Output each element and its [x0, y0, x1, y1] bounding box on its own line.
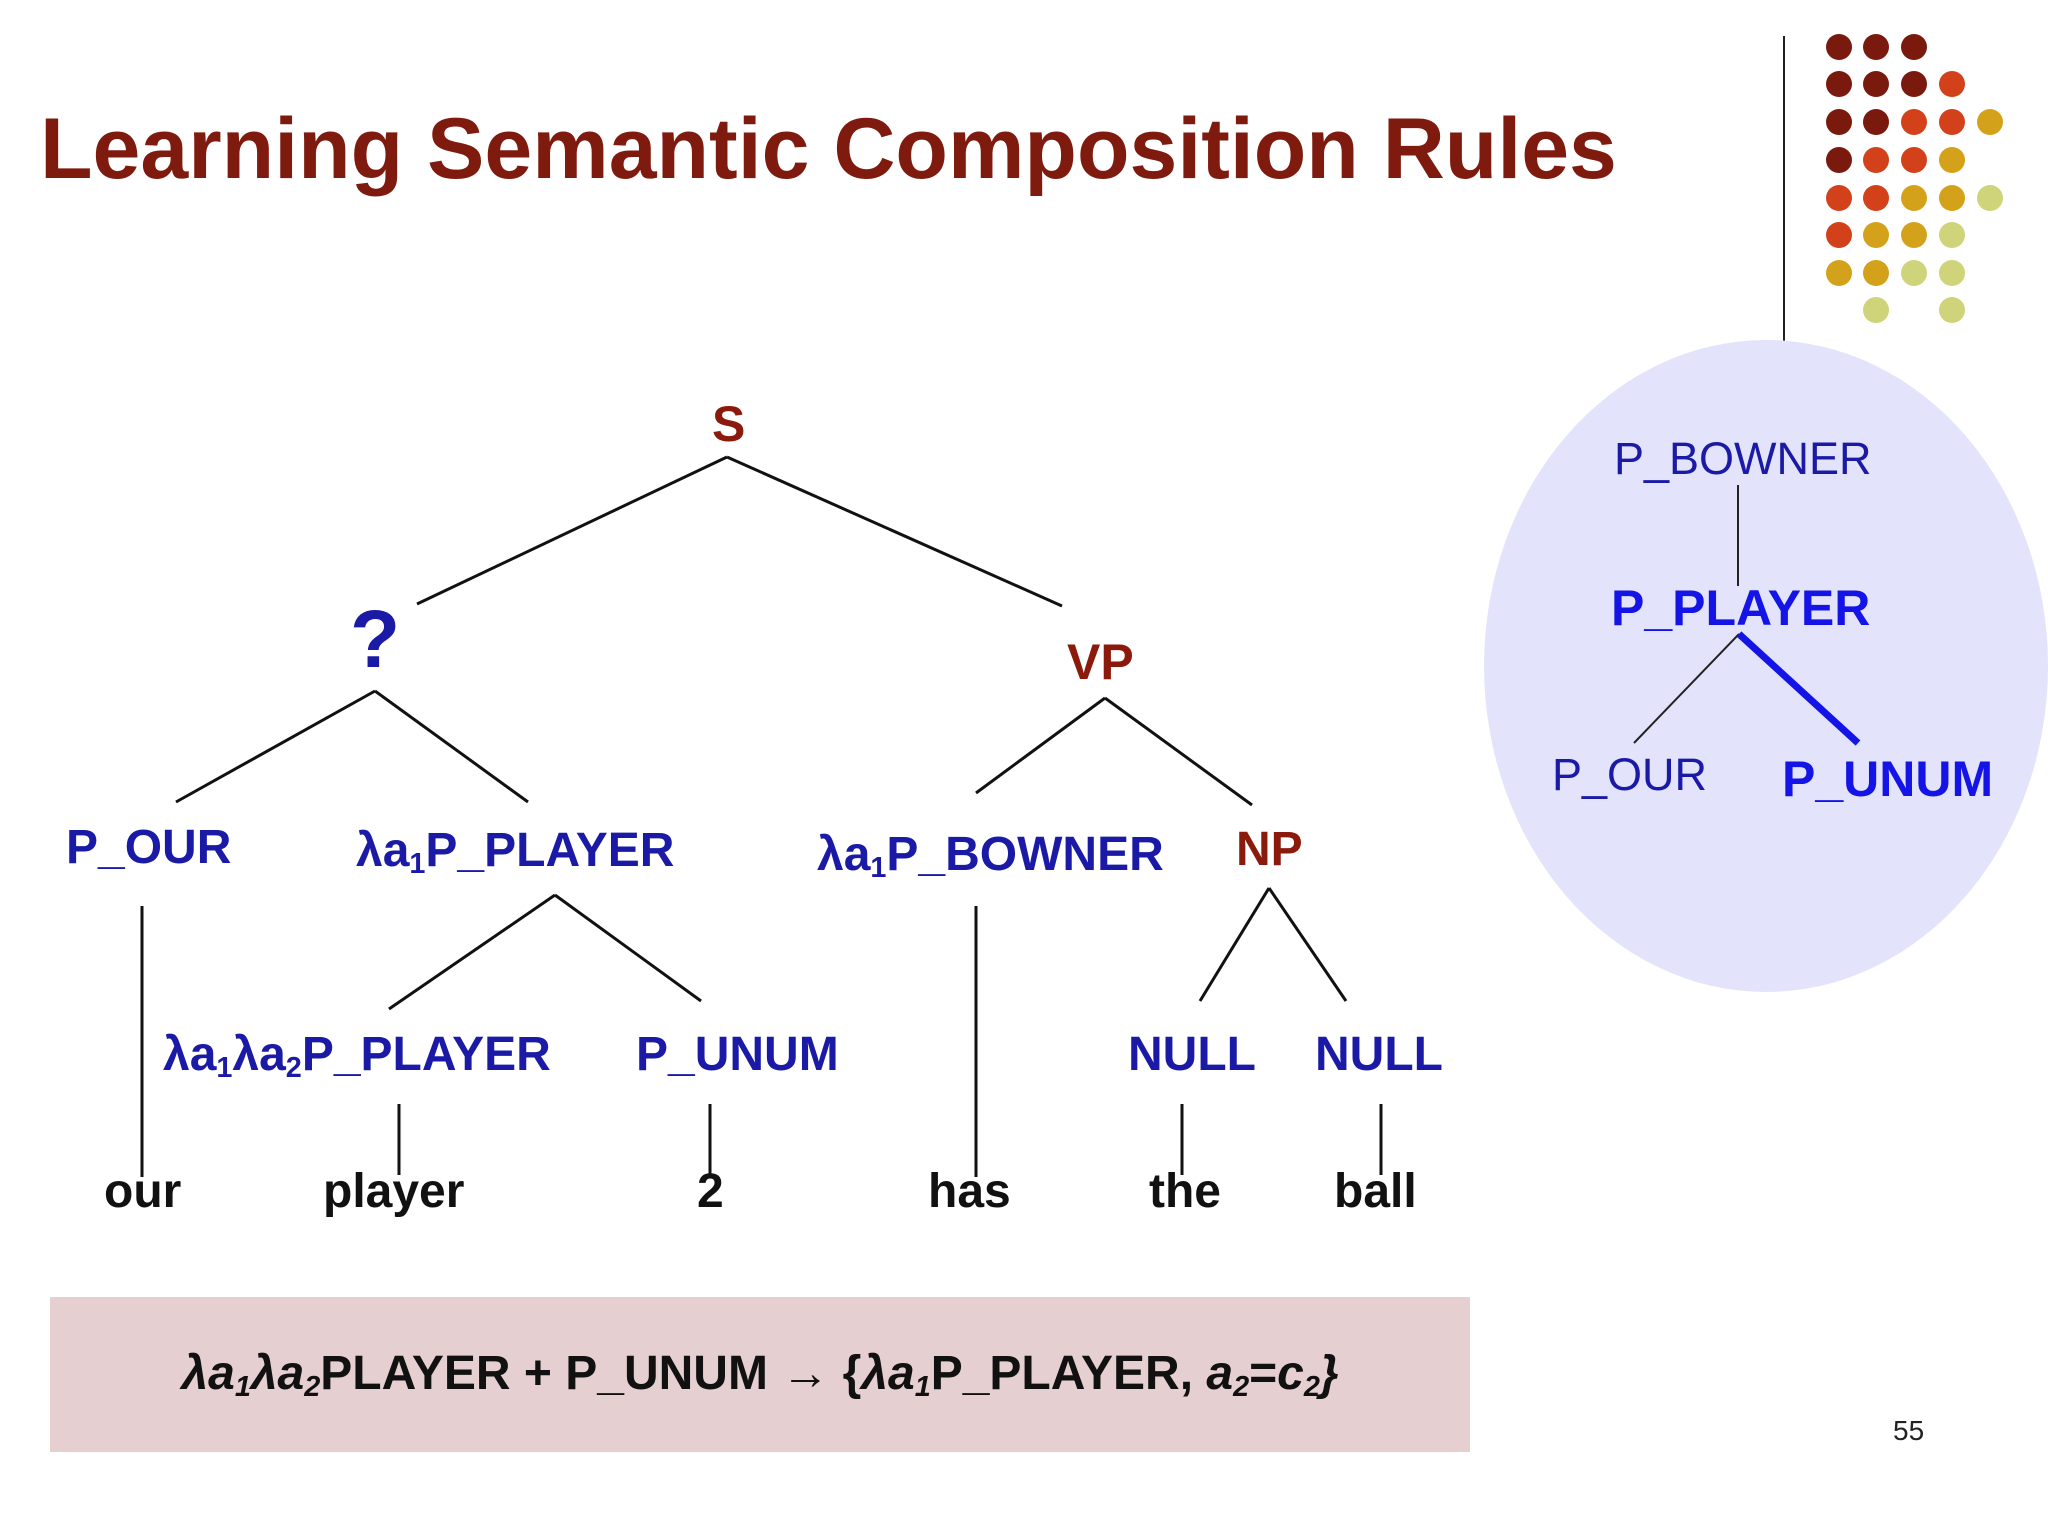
side-node-p-player: P_PLAYER: [1611, 580, 1871, 636]
decorative-dot: [1863, 297, 1889, 323]
decorative-dot: [1826, 34, 1852, 60]
decorative-dot: [1901, 34, 1927, 60]
composition-rule-text: λa1λa2PLAYER + P_UNUM → {λa1P_PLAYER, a2…: [181, 1346, 1339, 1403]
word-player: player: [323, 1165, 465, 1218]
node-null-1: NULL: [1128, 1028, 1256, 1081]
decorative-dot: [1863, 260, 1889, 286]
decorative-dot: [1826, 147, 1852, 173]
edge-np-null2: [1267, 887, 1348, 1002]
decorative-dot: [1826, 222, 1852, 248]
node-s: S: [712, 396, 746, 452]
decorative-dot: [1901, 222, 1927, 248]
decorative-dot: [1826, 71, 1852, 97]
edge-vp-bowner: [975, 696, 1106, 795]
edge-player-unum: [554, 893, 702, 1003]
decorative-dot: [1863, 185, 1889, 211]
word-the: the: [1149, 1165, 1221, 1218]
decorative-dot: [1863, 147, 1889, 173]
edge-s-unknown: [416, 455, 728, 606]
node-lambda-bowner: λa1P_BOWNER: [817, 828, 1164, 885]
decorative-dot: [1863, 34, 1889, 60]
side-node-p-unum: P_UNUM: [1782, 751, 1994, 807]
edge-np-null1: [1198, 887, 1271, 1002]
word-has: has: [928, 1165, 1011, 1218]
node-vp: VP: [1067, 634, 1134, 690]
decorative-dot: [1863, 222, 1889, 248]
slide-title: Learning Semantic Composition Rules: [40, 101, 1617, 197]
decorative-dot: [1939, 71, 1965, 97]
decorative-dot: [1901, 109, 1927, 135]
node-lambda-player: λa1P_PLAYER: [356, 824, 675, 881]
node-np: NP: [1236, 823, 1303, 876]
decorative-dot: [1939, 297, 1965, 323]
side-node-p-our: P_OUR: [1552, 749, 1708, 800]
decorative-dot: [1901, 147, 1927, 173]
page-number: 55: [1893, 1415, 1925, 1446]
edge-s-vp: [726, 455, 1063, 608]
decorative-dot: [1939, 185, 1965, 211]
word-our: our: [104, 1165, 182, 1218]
node-p-our: P_OUR: [66, 821, 232, 874]
edge-player-lambda: [388, 893, 556, 1011]
node-lambda-lambda-player: λa1λa2P_PLAYER: [163, 1028, 551, 1085]
decorative-dot: [1977, 109, 2003, 135]
edge-unknown-our: [175, 689, 376, 804]
decorative-dot: [1939, 222, 1965, 248]
edge-unknown-player: [374, 689, 529, 804]
decorative-dot: [1901, 260, 1927, 286]
side-node-p-bowner: P_BOWNER: [1614, 433, 1872, 484]
decorative-dot: [1863, 71, 1889, 97]
edge-vp-np: [1104, 696, 1253, 807]
composition-rule-box: λa1λa2PLAYER + P_UNUM → {λa1P_PLAYER, a2…: [50, 1297, 1470, 1452]
decorative-dot: [1826, 109, 1852, 135]
node-null-2: NULL: [1315, 1028, 1443, 1081]
decorative-dot: [1901, 185, 1927, 211]
decorative-dot: [1939, 147, 1965, 173]
highlight-ellipse: [1484, 340, 2048, 992]
node-unknown: ?: [350, 594, 401, 685]
node-p-unum: P_UNUM: [636, 1028, 839, 1081]
word-2: 2: [697, 1165, 724, 1218]
decorative-dot: [1901, 71, 1927, 97]
decorative-dot: [1939, 260, 1965, 286]
decorative-dot: [1826, 185, 1852, 211]
decorative-dot: [1826, 260, 1852, 286]
decorative-dot: [1939, 109, 1965, 135]
word-ball: ball: [1334, 1165, 1417, 1218]
decorative-dot: [1977, 185, 2003, 211]
decorative-dot: [1863, 109, 1889, 135]
